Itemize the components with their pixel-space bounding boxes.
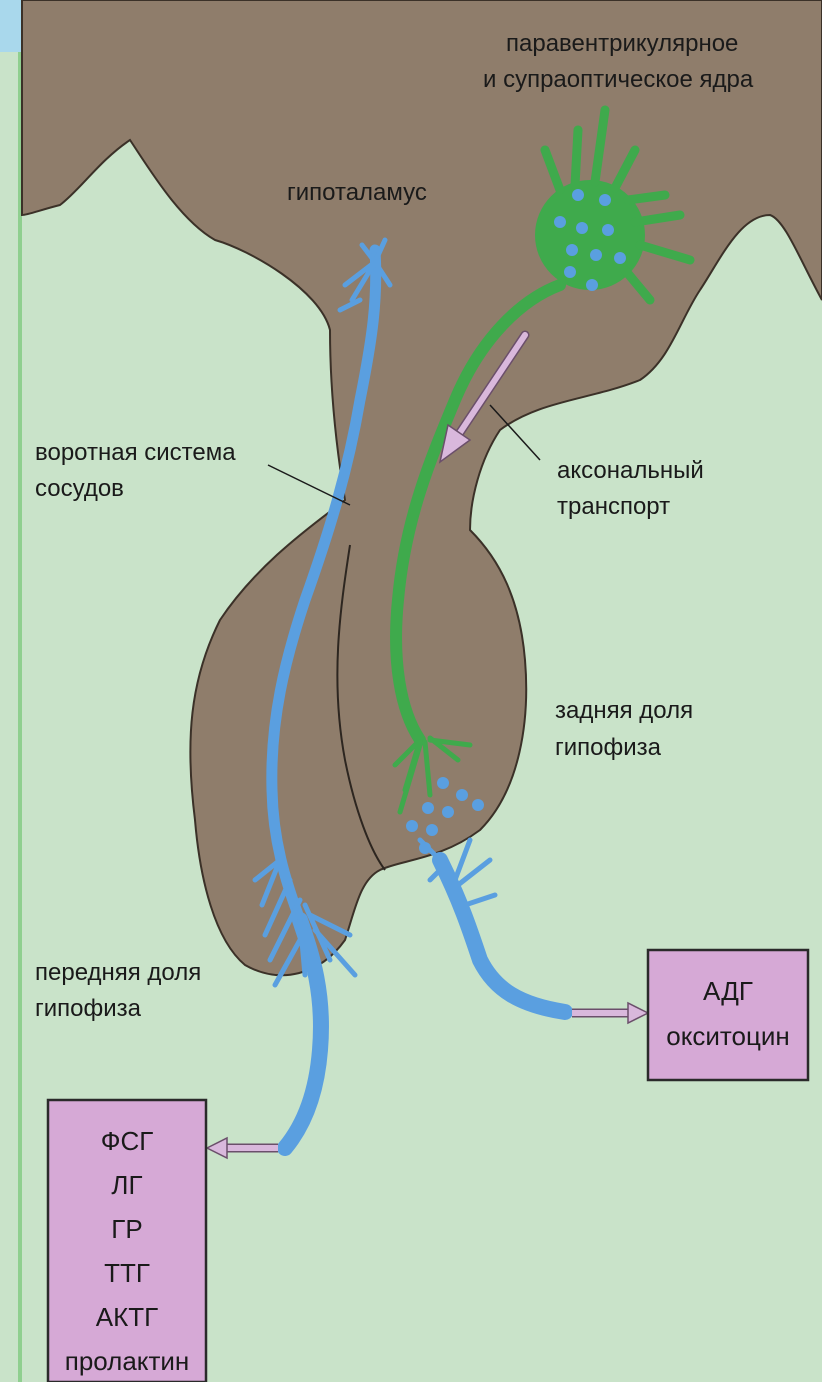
arrow-to-posterior-box xyxy=(572,1003,648,1023)
anterior-hormone-acth: АКТГ xyxy=(96,1302,158,1332)
portal-label-line1: воротная система xyxy=(35,439,236,466)
anterior-hormone-prolactin: пролактин xyxy=(65,1346,190,1376)
axonal-label-line2: транспорт xyxy=(557,493,670,520)
hypothalamus-label: гипоталамус xyxy=(287,179,427,206)
anterior-label-line1: передняя доля xyxy=(35,959,201,986)
posterior-vessel xyxy=(420,840,565,1012)
nuclei-label-line2: и супраоптическое ядра xyxy=(483,66,754,93)
posterior-hormones-box: АДГ окситоцин xyxy=(648,950,808,1080)
posterior-label-line1: задняя доля xyxy=(555,697,693,724)
anterior-hormone-gh: ГР xyxy=(111,1214,142,1244)
portal-label-line2: сосудов xyxy=(35,475,124,502)
posterior-hormone-oxytocin: окситоцин xyxy=(666,1021,790,1051)
anterior-hormone-tsh: ТТГ xyxy=(104,1258,150,1288)
posterior-label-line2: гипофиза xyxy=(555,734,662,761)
posterior-hormone-adh: АДГ xyxy=(703,976,753,1006)
axonal-label-line1: аксональный xyxy=(557,457,704,484)
nuclei-label-line1: паравентрикулярное xyxy=(506,30,738,57)
anterior-hormones-box: ФСГ ЛГ ГР ТТГ АКТГ пролактин xyxy=(48,1100,206,1382)
anterior-label-line2: гипофиза xyxy=(35,995,142,1022)
arrow-to-anterior-box xyxy=(207,1138,278,1158)
anterior-hormone-fsh: ФСГ xyxy=(101,1126,154,1156)
anterior-hormone-lh: ЛГ xyxy=(111,1170,142,1200)
